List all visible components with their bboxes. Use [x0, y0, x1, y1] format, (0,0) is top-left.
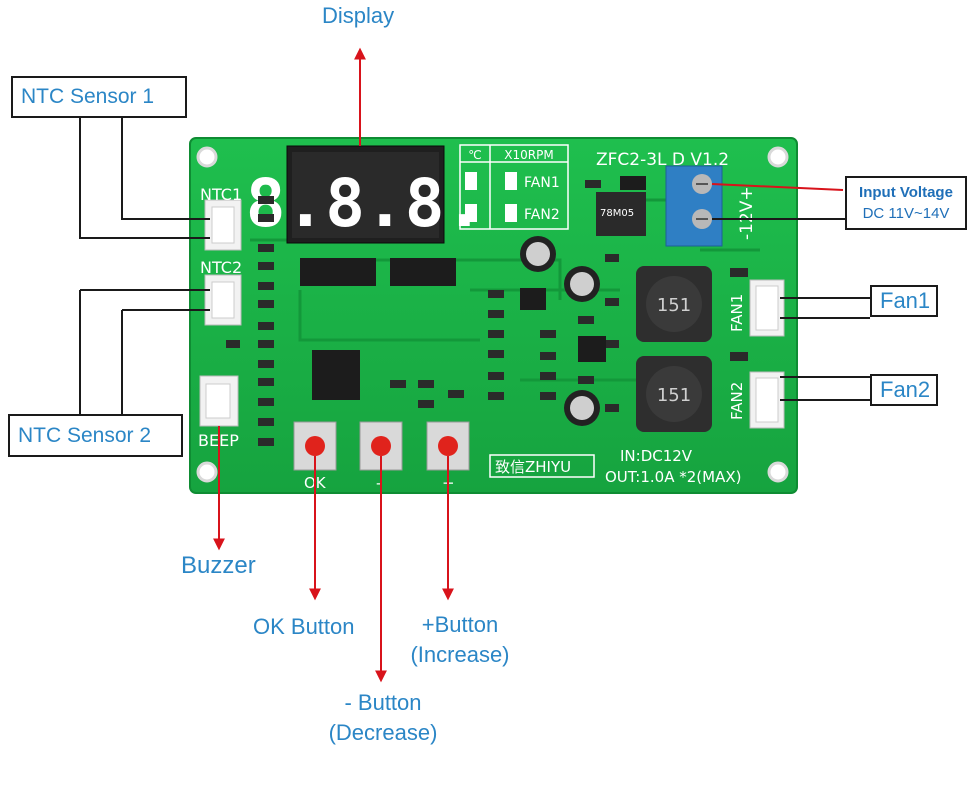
fan2-port-label: FAN2: [728, 382, 746, 420]
input-spec-label: IN:DC12V: [620, 447, 693, 465]
minus-button-callout-line2: (Decrease): [328, 720, 438, 745]
input-voltage-callout-line2: DC 11V~14V: [862, 205, 950, 222]
fan2-callout: Fan2: [870, 374, 938, 406]
input-voltage-callout: Input Voltage DC 11V~14V: [845, 176, 967, 230]
minus-button-callout-line1: - Button: [344, 690, 422, 715]
leader-lines: [79, 118, 870, 414]
fan1-callout: Fan1: [870, 285, 938, 317]
led-fan1-label: FAN1: [524, 175, 560, 191]
ntc2-connector: [204, 274, 242, 326]
led-fan2-label: FAN2: [524, 207, 560, 223]
power-terminal: [665, 165, 723, 247]
inductors: 151 151: [636, 266, 712, 432]
plus-button-callout-line2: (Increase): [410, 642, 510, 667]
display-callout: Display: [322, 3, 395, 28]
ntc-sensor-1-callout: NTC Sensor 1: [11, 76, 187, 118]
plus-button-callout: +Button (Increase): [400, 610, 520, 670]
voltage-regulator: 78M05: [596, 192, 646, 236]
pointer-arrows: [213, 47, 844, 683]
ntc1-connector: [204, 199, 242, 251]
unit-legend: ℃ X10RPM FAN1 FAN2: [459, 144, 569, 230]
unit-celsius-label: ℃: [468, 148, 481, 162]
fan1-port-label: FAN1: [728, 294, 746, 332]
output-spec-label: OUT:1.0A *2(MAX): [605, 468, 741, 486]
plus-button-callout-line1: +Button: [421, 612, 499, 637]
unit-rpm-label: X10RPM: [504, 148, 553, 162]
seven-segment-display: 8.8.8.: [246, 145, 484, 244]
board-model-label: ZFC2-3L D V1.2: [596, 150, 729, 170]
ok-button-callout: OK Button: [253, 614, 355, 639]
ntc-sensor-2-callout: NTC Sensor 2: [8, 414, 183, 457]
brand-label: 致信ZHIYU: [495, 458, 571, 476]
inductor-1-code: 151: [657, 295, 691, 316]
capacitors: [520, 236, 600, 426]
power-polarity-label: -12V+: [737, 186, 757, 240]
buzzer-callout: Buzzer: [181, 552, 256, 579]
minus-key-label: -: [376, 474, 381, 492]
ntc1-label: NTC1: [200, 185, 242, 204]
display-digits: 8.8.8.: [246, 165, 484, 242]
input-voltage-callout-line1: Input Voltage: [859, 184, 953, 201]
minus-key: [359, 421, 403, 471]
minus-button-callout: - Button (Decrease): [318, 688, 448, 748]
brand-box: [489, 454, 595, 478]
regulator-code: 78M05: [600, 208, 634, 219]
inductor-2-code: 151: [657, 385, 691, 406]
ic-chips: [300, 176, 646, 400]
input-voltage-arrow-line: [711, 183, 844, 191]
smd-components: [226, 180, 748, 446]
fan2-connector: [749, 371, 785, 429]
ntc2-label: NTC2: [200, 258, 242, 277]
fan1-connector: [749, 279, 785, 337]
beep-connector: [199, 375, 239, 427]
